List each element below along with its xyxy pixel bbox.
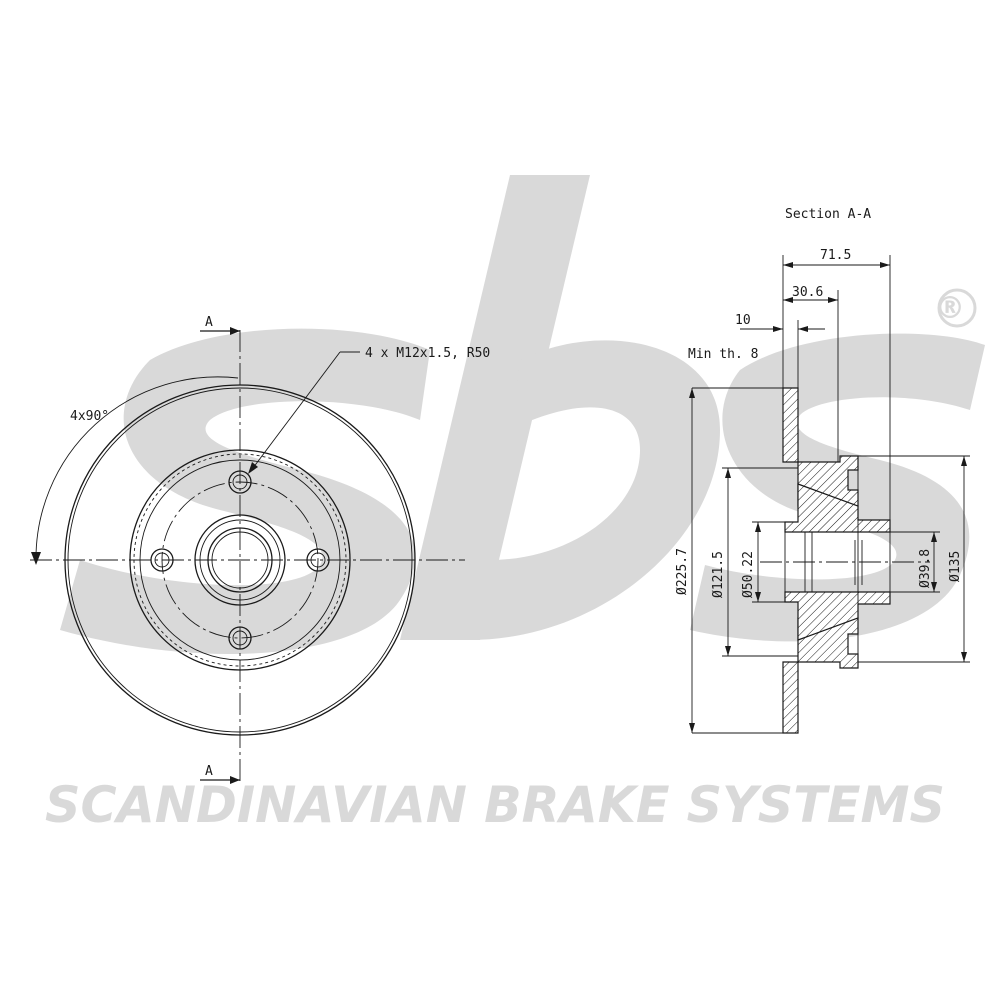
hub-outer <box>194 514 286 606</box>
dim-disc-thickness: 10 <box>735 313 751 328</box>
hub-bore-inner <box>211 531 269 589</box>
hub-ring <box>199 519 281 601</box>
dim-hub-offset: 30.6 <box>792 285 823 300</box>
registered-circle <box>937 288 977 328</box>
angle-callout: 4x90° <box>70 409 109 424</box>
bolt-hole-top <box>228 470 252 494</box>
dim-bore-diameter: Ø50.22 <box>741 551 756 598</box>
dim-hub-diameter: Ø121.5 <box>711 551 726 598</box>
hat-step-circle <box>139 459 341 661</box>
angle-arc-arrowhead <box>31 552 41 565</box>
section-marker-top: A <box>205 315 213 330</box>
section-title: Section A-A <box>785 207 871 222</box>
disc-outer-edge <box>64 384 416 736</box>
hat-inner-circle <box>133 453 347 667</box>
section-arrowhead-top <box>230 327 240 335</box>
brand-tagline: SCANDINAVIAN BRAKE SYSTEMS <box>45 776 945 834</box>
section-arrowhead-bottom <box>230 776 240 784</box>
watermark-logo <box>60 175 985 654</box>
hub-bore <box>207 527 273 593</box>
bolt-circle <box>161 481 319 639</box>
front-view: A A 4 x M12x1.5, R50 4x90° <box>30 315 490 785</box>
bolt-hole-bottom <box>228 626 252 650</box>
section-marker-bottom: A <box>205 764 213 779</box>
dim-overall-height: 71.5 <box>820 248 851 263</box>
bolt-callout-leader <box>249 351 341 473</box>
dim-outer-diameter: Ø225.7 <box>675 548 690 595</box>
dim-inner-bore-diameter: Ø39.8 <box>918 549 933 588</box>
bolt-callout-arrowhead <box>248 462 258 474</box>
bolt-callout-text: 4 x M12x1.5, R50 <box>365 346 490 361</box>
angle-arc <box>35 376 239 563</box>
bolt-hole-right <box>306 548 330 572</box>
hat-outer-circle <box>129 449 351 671</box>
bolt-hole-left <box>150 548 174 572</box>
min-thickness: Min th. 8 <box>688 347 758 362</box>
section-profile <box>782 387 891 734</box>
dim-hat-diameter: Ø135 <box>948 551 963 582</box>
section-view: Section A-A <box>675 207 970 734</box>
disc-outer-chamfer <box>67 387 413 733</box>
